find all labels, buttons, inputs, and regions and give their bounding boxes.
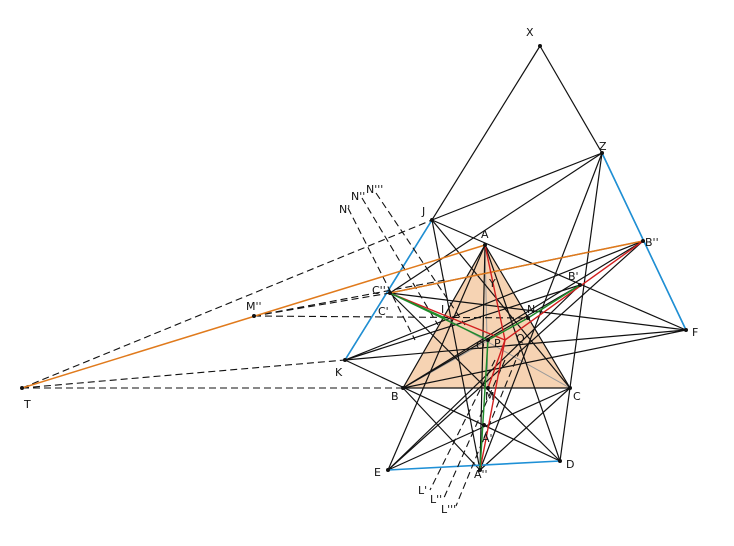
label-n: N <box>527 303 535 316</box>
label-n3: N''' <box>366 183 383 196</box>
point-labels: X Z J A B'' B' F K C'' C' M'' N O P Q Y … <box>23 26 698 516</box>
label-b1: B' <box>568 270 579 283</box>
label-p: P <box>494 337 501 350</box>
label-l1: L' <box>418 484 427 497</box>
label-n2: N'' <box>351 190 365 203</box>
label-c1: C' <box>378 305 389 318</box>
dashed-lines <box>21 192 529 507</box>
label-x: X <box>526 26 534 39</box>
label-n1: N' <box>339 203 350 216</box>
label-y: Y <box>488 277 496 290</box>
label-c2: C'' <box>372 284 386 297</box>
label-a1: A' <box>482 432 493 445</box>
label-z: Z <box>599 140 607 153</box>
label-t: T <box>23 398 31 411</box>
label-k: K <box>335 366 343 379</box>
label-i: I <box>441 303 444 316</box>
points <box>20 44 688 472</box>
label-l2: L'' <box>430 493 442 506</box>
construction-lines <box>344 45 687 471</box>
label-f: F <box>692 326 698 339</box>
label-c: C <box>573 390 581 403</box>
label-e: E <box>374 466 381 479</box>
label-b2: B'' <box>645 236 659 249</box>
label-d: D <box>566 458 574 471</box>
label-j: J <box>421 205 425 218</box>
label-q: Q <box>516 332 525 345</box>
label-a2: A'' <box>474 468 488 481</box>
label-b: B <box>391 390 399 403</box>
label-m2: M'' <box>246 300 262 313</box>
label-o: O <box>476 339 485 352</box>
label-a: A <box>481 228 489 241</box>
label-l3: L''' <box>441 503 456 516</box>
label-m: M <box>485 390 495 403</box>
red-lines <box>389 240 644 471</box>
